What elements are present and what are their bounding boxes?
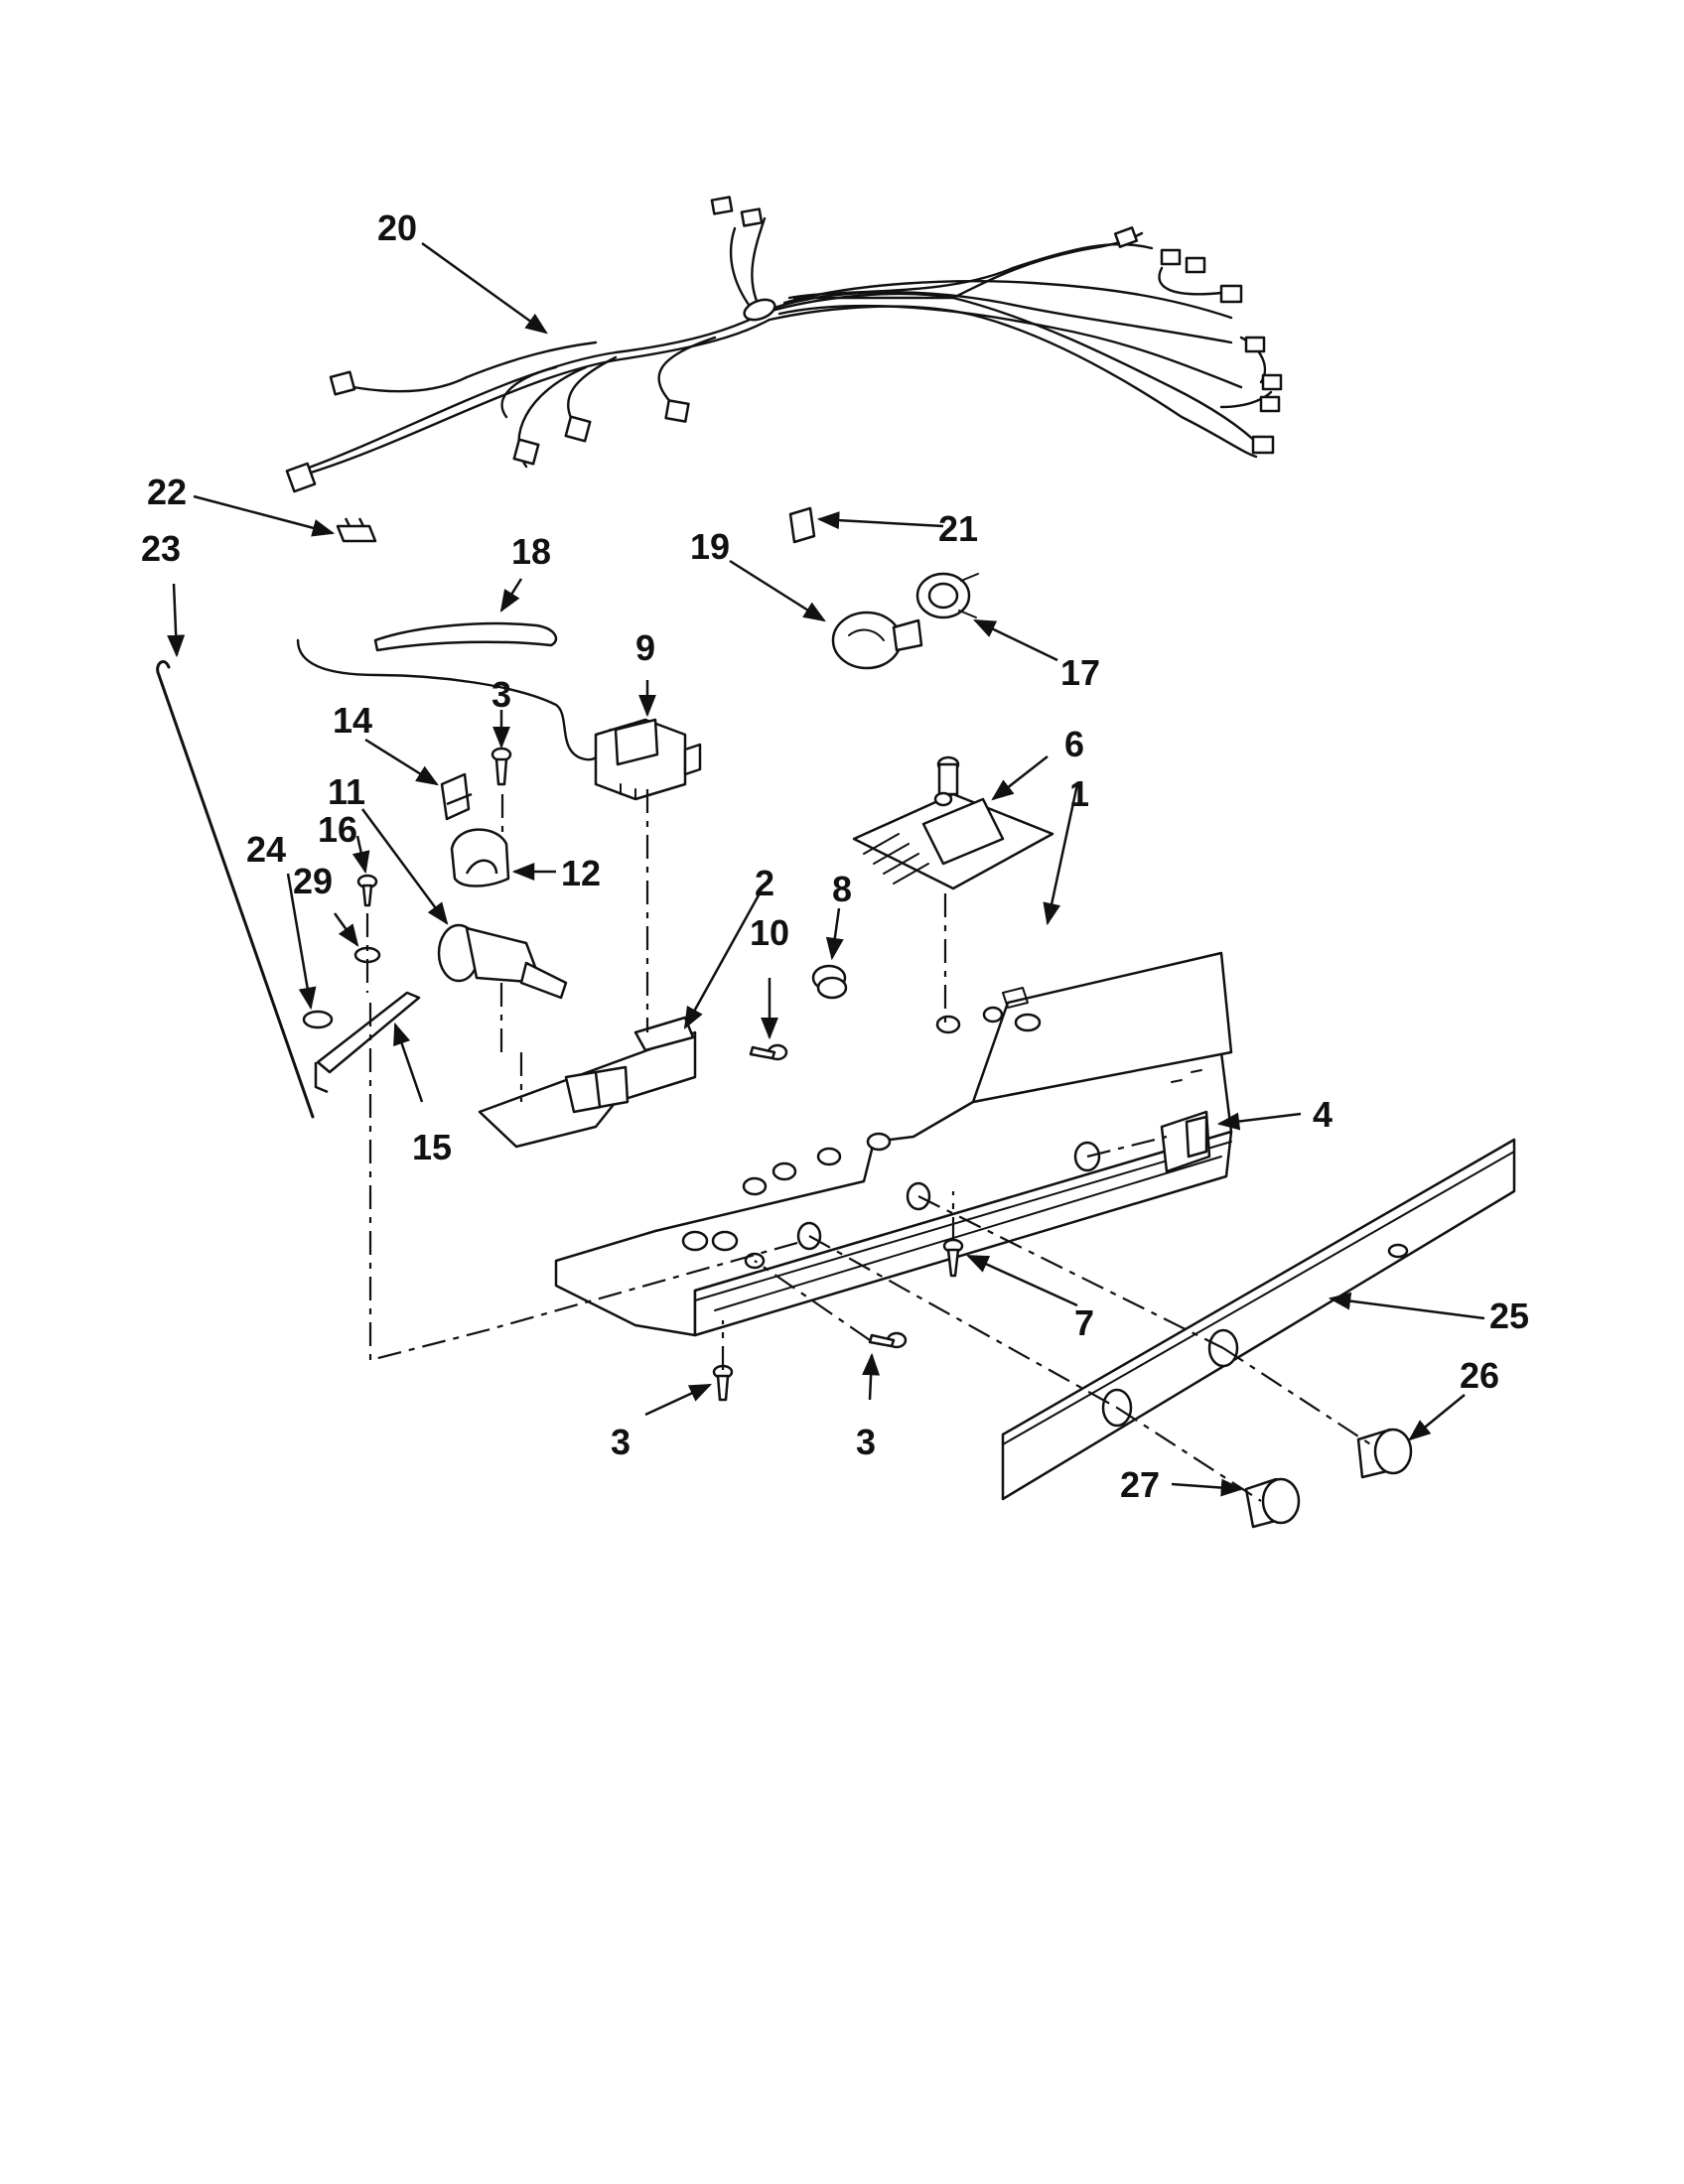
label-8: 8 [832,869,852,909]
knob-26 [1356,1428,1413,1479]
light-bulb [831,611,923,670]
label-21: 21 [938,508,978,549]
screw-3-left [712,1364,734,1402]
label-15: 15 [412,1127,452,1167]
label-17: 17 [1060,652,1100,693]
label-7: 7 [1074,1302,1094,1343]
label-23: 23 [141,528,181,569]
label-14: 14 [333,700,372,741]
label-6: 6 [1064,724,1084,764]
switch-9 [594,718,702,801]
lamp-socket [915,572,979,619]
trim-panel [1001,1138,1516,1501]
label-29: 29 [293,861,333,901]
clip-22 [336,517,377,543]
label-26: 26 [1460,1355,1499,1396]
label-1: 1 [1069,773,1089,814]
callout-labels: 20 22 23 18 21 19 17 9 3 14 11 12 24 16 … [141,207,1529,1505]
label-12: 12 [561,853,601,893]
label-19: 19 [690,526,730,567]
label-9: 9 [635,627,655,668]
label-4: 4 [1313,1094,1333,1135]
label-3-left: 3 [611,1422,631,1462]
label-20: 20 [377,207,417,248]
control-11 [437,923,568,1000]
wire-harness [285,196,1283,493]
label-3-top: 3 [491,674,511,715]
housing-12 [450,828,510,887]
control-board [852,755,1054,890]
washer-24 [302,1010,334,1029]
screw-10 [749,1043,788,1061]
tube-18 [373,621,558,652]
label-2: 2 [755,863,774,903]
screw-3-right [868,1331,908,1349]
control-housing [478,951,1233,1337]
bracket-14 [440,772,473,821]
label-18: 18 [511,531,551,572]
screw-3-top [491,747,512,786]
label-16: 16 [318,809,357,850]
label-22: 22 [147,472,187,512]
screw-16 [356,874,378,907]
knob-27 [1244,1477,1301,1529]
lever-15 [314,991,421,1094]
rod-23 [156,660,315,1119]
switch-4 [1160,1110,1211,1173]
leader-lines [167,241,1485,1497]
label-11: 11 [328,771,365,812]
label-25: 25 [1489,1296,1529,1336]
label-3-right: 3 [856,1422,876,1462]
label-10: 10 [750,912,789,953]
label-24: 24 [246,829,286,870]
thermostat-8 [811,964,848,1000]
label-27: 27 [1120,1464,1160,1505]
clip-21 [788,506,816,544]
